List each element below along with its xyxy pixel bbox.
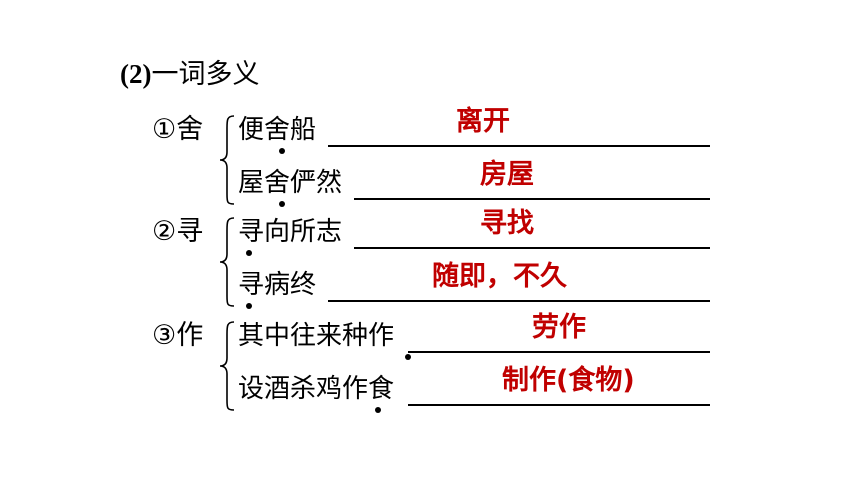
- emphasis-dot: [405, 354, 411, 360]
- word-group-xun: ②寻 寻向所志 寻找 寻病终 随即，不久: [150, 206, 710, 310]
- answer-line: [328, 145, 710, 147]
- answer: 随即，不久: [432, 261, 567, 292]
- brace-icon: [219, 115, 235, 205]
- definition-row: 寻病终 随即，不久: [238, 259, 710, 311]
- answer-line: [354, 198, 710, 200]
- definition-row: 设酒杀鸡作食 制作(食物): [238, 363, 710, 415]
- answer-line: [328, 300, 710, 302]
- phrase: 屋舍俨然: [238, 168, 343, 198]
- phrase: 其中往来种作: [238, 321, 395, 351]
- definition-row: 便舍船 离开: [238, 104, 710, 156]
- answer: 寻找: [480, 208, 534, 239]
- answer: 房屋: [480, 159, 534, 190]
- answer-line: [408, 351, 710, 353]
- section-number: (2): [120, 59, 152, 89]
- emphasis-dot: [246, 303, 252, 309]
- phrase: 寻向所志: [238, 217, 343, 247]
- section-heading: (2)一词多义: [120, 54, 259, 95]
- definition-row: 屋舍俨然 房屋: [238, 157, 710, 209]
- section-title: 一词多义: [151, 59, 260, 90]
- definition-row: 其中往来种作 劳作: [238, 310, 710, 362]
- answer-line: [408, 404, 710, 406]
- emphasis-dot: [279, 201, 285, 207]
- answer: 离开: [456, 106, 510, 137]
- answer: 劳作: [532, 312, 586, 343]
- group-label: ③作: [152, 320, 204, 351]
- answer: 制作(食物): [502, 365, 635, 396]
- emphasis-dot: [279, 148, 285, 154]
- phrase: 便舍船: [238, 115, 317, 145]
- word-group-zuo: ③作 其中往来种作 劳作 设酒杀鸡作食 制作(食物): [150, 310, 710, 414]
- definition-row: 寻向所志 寻找: [238, 206, 710, 258]
- word-group-she: ①舍 便舍船 离开 屋舍俨然 房屋: [150, 104, 710, 208]
- group-label: ②寻: [152, 216, 204, 247]
- group-label: ①舍: [152, 114, 204, 145]
- emphasis-dot: [246, 250, 252, 256]
- phrase: 寻病终: [238, 270, 317, 300]
- brace-icon: [219, 217, 235, 307]
- answer-line: [354, 247, 710, 249]
- emphasis-dot: [375, 407, 381, 413]
- brace-icon: [219, 321, 235, 411]
- phrase: 设酒杀鸡作食: [238, 374, 395, 404]
